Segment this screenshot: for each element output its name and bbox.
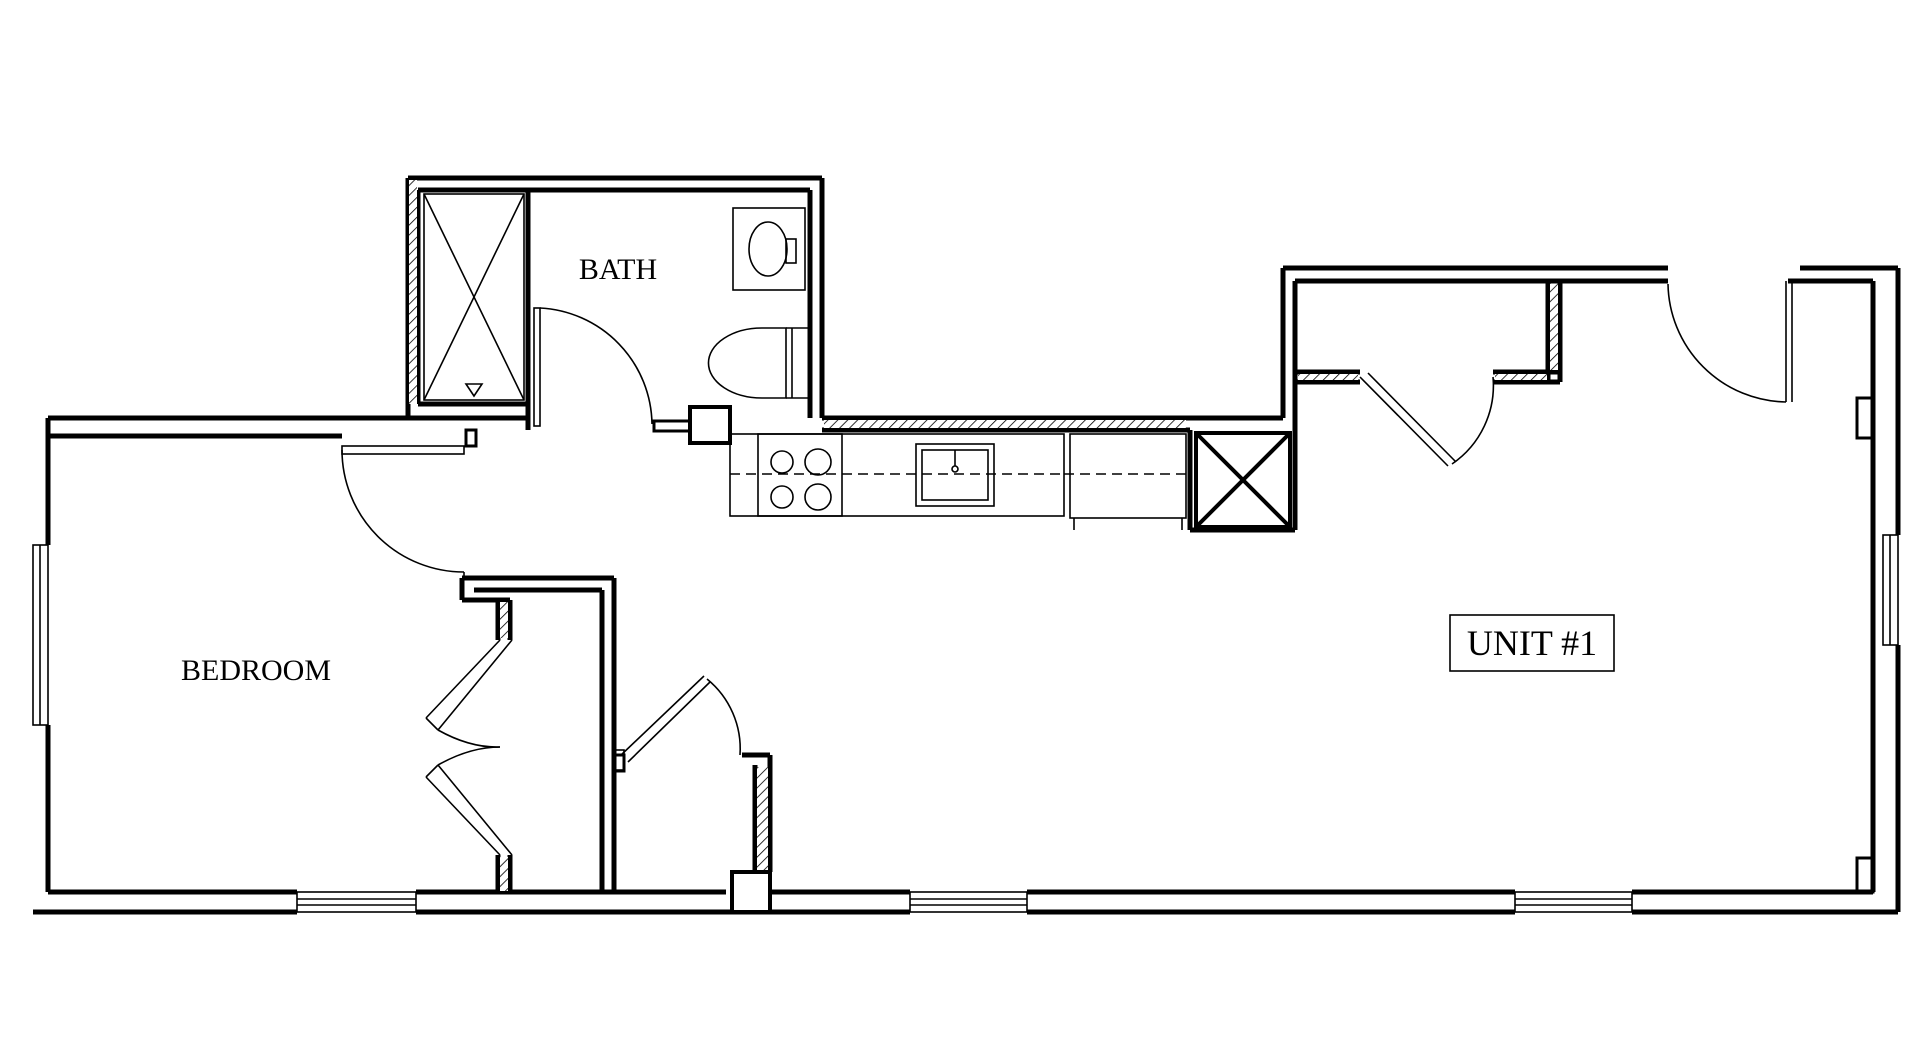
- bedroom-label: BEDROOM: [181, 654, 331, 687]
- left-exterior-wall: [45, 415, 410, 892]
- bath-walls: [405, 175, 825, 430]
- right-window: [1882, 534, 1899, 646]
- faucet-icon: [785, 238, 797, 264]
- shower-drain-icon: [464, 383, 484, 398]
- bath-wall-hatch: [409, 180, 417, 404]
- hall-jamb: [612, 753, 626, 773]
- hall-closet-stub: [742, 752, 773, 872]
- closet-bifold-doors: [425, 639, 513, 856]
- upper-closet-door: [1359, 372, 1495, 467]
- closet-jambs: [1295, 281, 1563, 385]
- bath-door-stop: [652, 419, 692, 433]
- kitchen-sink: [915, 443, 995, 507]
- right-stepped-wall: [1187, 265, 1668, 533]
- walls: [32, 175, 1901, 915]
- kitchen-back-wall: [822, 415, 1283, 433]
- kitchen-counter: [729, 433, 1187, 530]
- right-column: [1855, 396, 1875, 440]
- bath-door: [533, 307, 653, 427]
- entry-door: [1667, 281, 1793, 403]
- kitchen-wall-hatch: [824, 420, 1186, 428]
- unit-label-box: UNIT #1: [1449, 614, 1615, 672]
- bath-label: BATH: [579, 253, 657, 286]
- bottom-windows: [296, 891, 1633, 913]
- doors: [341, 281, 1793, 856]
- bedroom-door: [341, 445, 465, 580]
- cooktop: [757, 433, 843, 517]
- toilet: [707, 327, 808, 399]
- unit-label: UNIT #1: [1467, 623, 1597, 663]
- bath-column: [688, 405, 732, 445]
- left-window: [32, 544, 49, 726]
- shower: [423, 193, 525, 401]
- hall-column: [730, 870, 772, 914]
- bottom-exterior-wall: [33, 889, 1898, 915]
- mechanical-shaft: [1194, 431, 1292, 529]
- bath-sink: [732, 207, 806, 291]
- bedroom-closet-walls: [459, 575, 617, 892]
- right-exterior-wall: [1788, 265, 1901, 912]
- dishwasher: [1069, 433, 1187, 530]
- hall-closet-door: [613, 675, 741, 771]
- right-corner-column: [1855, 856, 1875, 894]
